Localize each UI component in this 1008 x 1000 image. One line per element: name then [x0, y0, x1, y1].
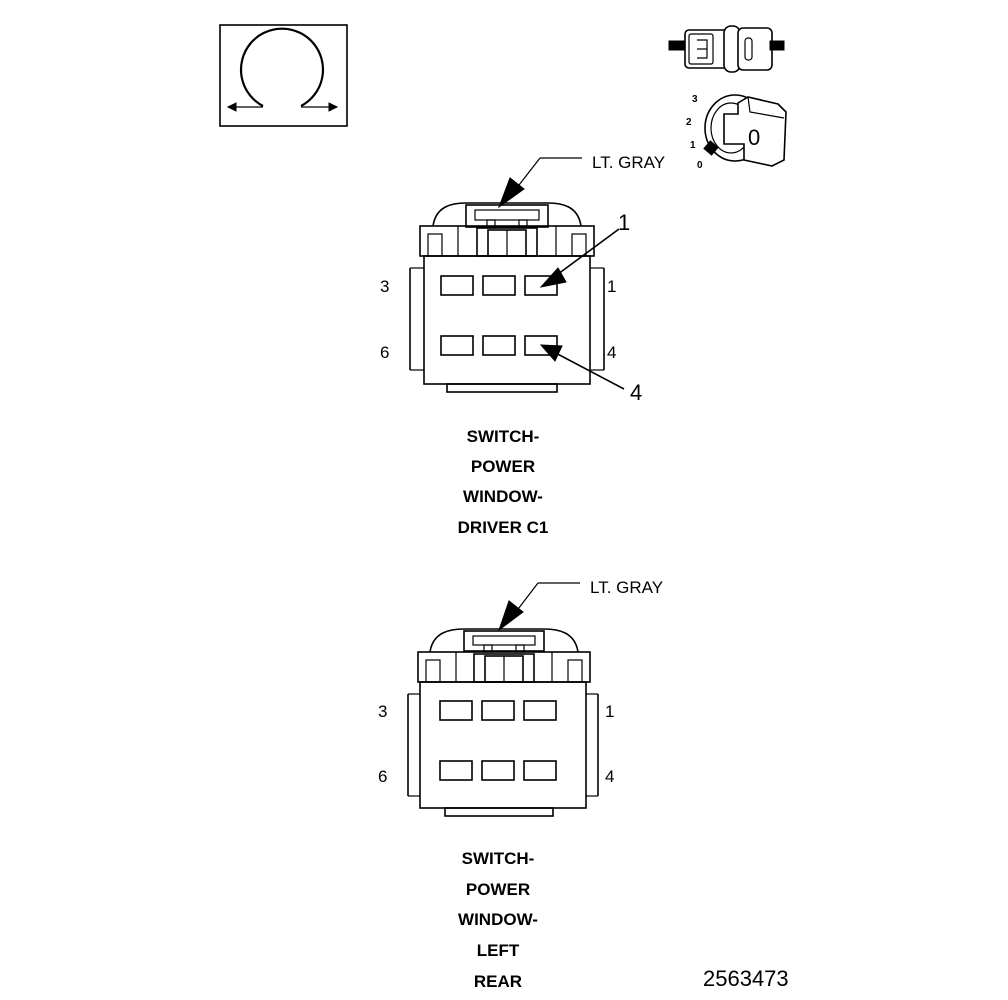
connector-title-line: REAR — [474, 972, 522, 991]
ignition-key-icon: 3 2 1 0 0 — [686, 94, 787, 171]
document-number: 2563473 — [703, 966, 789, 991]
connector-title-line: POWER — [466, 880, 530, 899]
connector-title-line: DRIVER C1 — [458, 518, 549, 537]
connector-title-line: SWITCH- — [467, 427, 540, 446]
key-position-3: 3 — [692, 94, 698, 105]
callout-1: 1 — [618, 210, 630, 235]
pin-label-4: 4 — [607, 343, 616, 362]
pin-label-1: 1 — [607, 277, 616, 296]
key-position-2: 2 — [686, 117, 692, 128]
connector-title-line: WINDOW- — [463, 487, 543, 506]
key-label: 0 — [748, 125, 760, 150]
connector-driver-c1: LT. GRAY — [380, 153, 665, 537]
pin-label-6: 6 — [378, 767, 387, 786]
connector-pair-icon — [668, 25, 785, 73]
callout-4: 4 — [630, 380, 642, 405]
connector-title-line: LEFT — [477, 941, 520, 960]
pin-label-3: 3 — [380, 277, 389, 296]
key-position-1: 1 — [690, 140, 696, 151]
connector-color-label: LT. GRAY — [590, 578, 663, 597]
connector-title-line: WINDOW- — [458, 910, 538, 929]
pin-label-4: 4 — [605, 767, 614, 786]
connector-title-line: SWITCH- — [462, 849, 535, 868]
pin-label-1: 1 — [605, 702, 614, 721]
connector-left-rear: LT. GRAY 3 6 1 4 SWITCH- P — [378, 578, 663, 991]
pin-label-6: 6 — [380, 343, 389, 362]
pin-label-3: 3 — [378, 702, 387, 721]
omega-terminal-end-view-icon — [219, 24, 348, 127]
connector-title-line: POWER — [471, 457, 535, 476]
connector-color-label: LT. GRAY — [592, 153, 665, 172]
key-position-0: 0 — [697, 160, 703, 171]
